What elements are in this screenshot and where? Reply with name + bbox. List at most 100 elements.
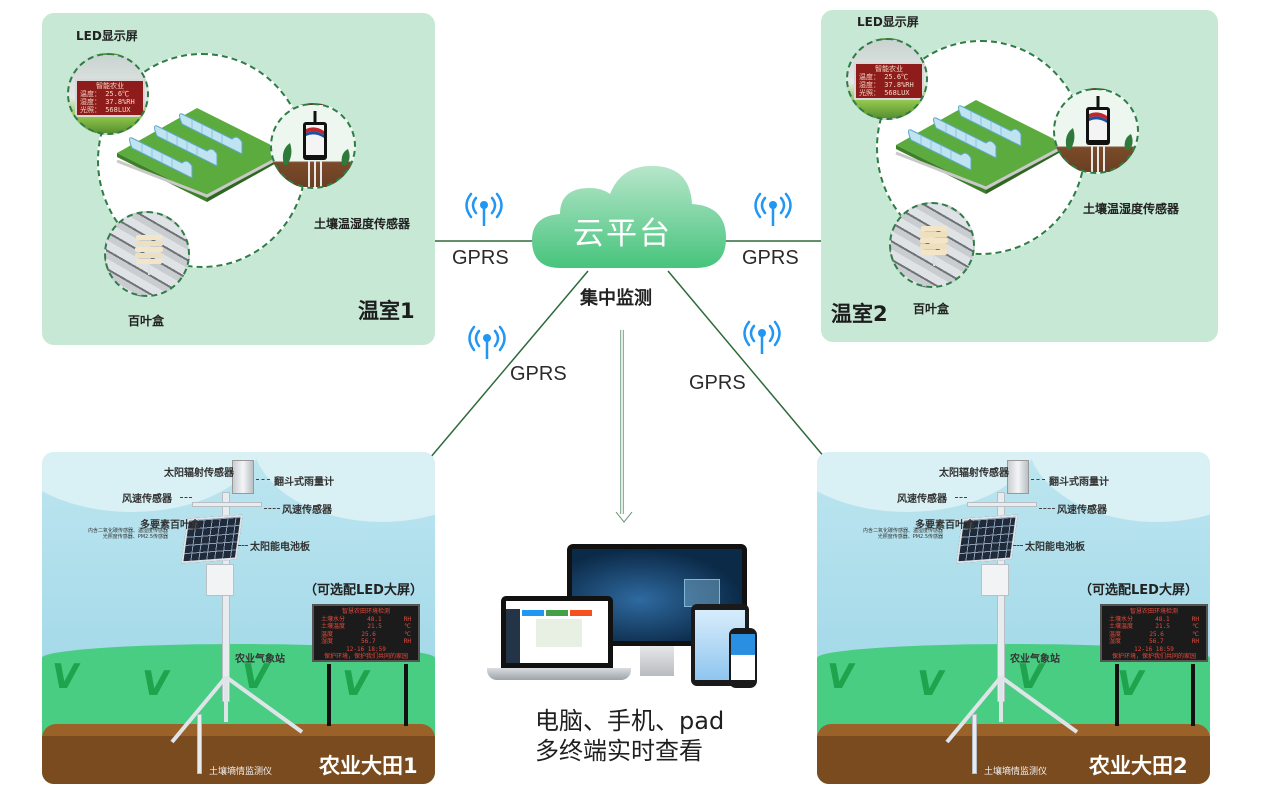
soil-area <box>42 736 435 784</box>
laptop-map <box>536 619 582 647</box>
rain-gauge <box>232 460 254 494</box>
central-monitoring-label: 集中监测 <box>580 288 652 309</box>
soil-sensor-icon <box>282 111 350 187</box>
laptop <box>501 596 613 668</box>
soil-probe <box>197 714 202 774</box>
crossarm <box>192 502 262 507</box>
callout-solar-panel: 太阳能电池板 <box>1025 542 1085 553</box>
callout-louver-box: 多要素百叶盒 <box>140 520 200 531</box>
soil-top <box>817 724 1210 738</box>
greenhouse-illustration <box>116 108 287 202</box>
led-board-post <box>1115 664 1119 726</box>
callout-rain-gauge: 翻斗式雨量计 <box>1049 477 1109 488</box>
signal-icon <box>465 192 503 226</box>
control-box <box>206 564 234 596</box>
phone <box>729 628 757 688</box>
link-field-1 <box>429 270 589 459</box>
signal-icon <box>743 320 781 354</box>
callout-line <box>256 479 270 480</box>
cloud-platform-icon <box>532 165 726 268</box>
greenhouse-1-panel: 智能农业 温度： 25.6℃ 湿度： 37.8%RH 光照： 568LUX LE… <box>42 13 435 345</box>
signal-icon <box>754 192 792 226</box>
soil-sensor-icon <box>1065 96 1133 172</box>
callout-wind-speed-left: 风速传感器 <box>122 494 172 505</box>
gprs-label: GPRS <box>689 372 746 394</box>
soil-sensor-node <box>1053 88 1139 174</box>
led-mini-screen: 智能农业 温度： 25.6℃ 湿度： 37.8%RH 光照： 568LUX <box>75 79 145 117</box>
laptop-sidebar <box>506 609 520 663</box>
field-2-panel: V V V V 太阳辐射传感器 翻斗式雨量计 风速传感器 风速传感器 多要素百叶… <box>817 452 1210 784</box>
field-1-panel: V V V V 太阳辐射传感器 翻斗式雨量计 风速传感器 风速传感器 多要素百叶… <box>42 452 435 784</box>
terminals-caption: 电脑、手机、pad 多终端实时查看 <box>535 707 725 765</box>
crossarm <box>967 502 1037 507</box>
soil-top <box>42 724 435 738</box>
led-board-post <box>1191 664 1195 726</box>
callout-solar-panel: 太阳能电池板 <box>250 542 310 553</box>
callout-line <box>1031 479 1045 480</box>
optional-led-label: （可选配LED大屏） <box>304 583 423 598</box>
down-arrow-icon <box>615 330 633 523</box>
soil-probe <box>972 714 977 774</box>
callout-line <box>180 497 192 498</box>
soil-sensor-node <box>270 103 356 189</box>
cloud-platform-label: 云平台 <box>573 216 672 252</box>
tripod <box>945 675 1079 744</box>
optional-led-label: （可选配LED大屏） <box>1079 583 1198 598</box>
gprs-label: GPRS <box>452 247 509 269</box>
callout-wind-speed-right: 风速传感器 <box>1057 505 1107 516</box>
field-title: 农业大田1 <box>319 754 418 778</box>
laptop-card <box>522 610 544 616</box>
callout-soil-monitor: 土壤墒情监测仪 <box>984 767 1048 777</box>
callout-soil-monitor: 土壤墒情监测仪 <box>209 767 273 777</box>
louver-box-label: 百叶盒 <box>913 302 950 316</box>
greenhouse-title: 温室1 <box>358 299 415 323</box>
callout-line <box>1039 508 1055 509</box>
gprs-label: GPRS <box>510 363 567 385</box>
monitor-stand <box>640 646 674 676</box>
login-box <box>684 579 720 607</box>
louver-box-icon <box>135 235 163 275</box>
led-display-node: 智能农业 温度： 25.6℃ 湿度： 37.8%RH 光照： 568LUX <box>846 38 928 120</box>
led-display-label: LED显示屏 <box>857 15 919 29</box>
led-display-label: LED显示屏 <box>76 29 138 43</box>
louver-box-icon <box>920 226 948 266</box>
led-mini-screen: 智能农业 温度： 25.6℃ 湿度： 37.8%RH 光照： 568LUX <box>854 62 924 100</box>
signal-icon <box>468 325 506 359</box>
led-board-post <box>404 664 408 726</box>
callout-wind-speed-left: 风速传感器 <box>897 494 947 505</box>
louver-box-label: 百叶盒 <box>128 314 165 328</box>
callout-louver-box-detail: 内含二氧化碳传感器、温湿度传感器 光照度传感器、PM2.5传感器 <box>863 528 944 540</box>
led-board-post <box>327 664 331 726</box>
greenhouse-2-panel: 智能农业 温度： 25.6℃ 湿度： 37.8%RH 光照： 568LUX LE… <box>821 10 1218 342</box>
callout-line <box>1013 545 1023 546</box>
laptop-card <box>546 610 568 616</box>
callout-rain-gauge: 翻斗式雨量计 <box>274 477 334 488</box>
callout-solar-radiation: 太阳辐射传感器 <box>164 468 234 479</box>
laptop-card <box>570 610 592 616</box>
terminal-devices <box>485 540 765 690</box>
callout-weather-station: 农业气象站 <box>1010 654 1060 665</box>
louver-box-node <box>104 211 190 297</box>
tripod <box>170 675 304 744</box>
callout-louver-box: 多要素百叶盒 <box>915 520 975 531</box>
callout-line <box>955 497 967 498</box>
soil-sensor-label: 土壤温湿度传感器 <box>1083 202 1180 216</box>
callout-louver-box-detail: 内含二氧化碳传感器、温湿度传感器 光照度传感器、PM2.5传感器 <box>88 528 169 540</box>
link-field-2 <box>667 270 826 459</box>
laptop-base <box>487 668 631 680</box>
greenhouse-illustration <box>895 100 1066 194</box>
callout-line <box>264 508 280 509</box>
phone-screen <box>731 634 755 680</box>
control-box <box>981 564 1009 596</box>
louver-box-node <box>889 202 975 288</box>
